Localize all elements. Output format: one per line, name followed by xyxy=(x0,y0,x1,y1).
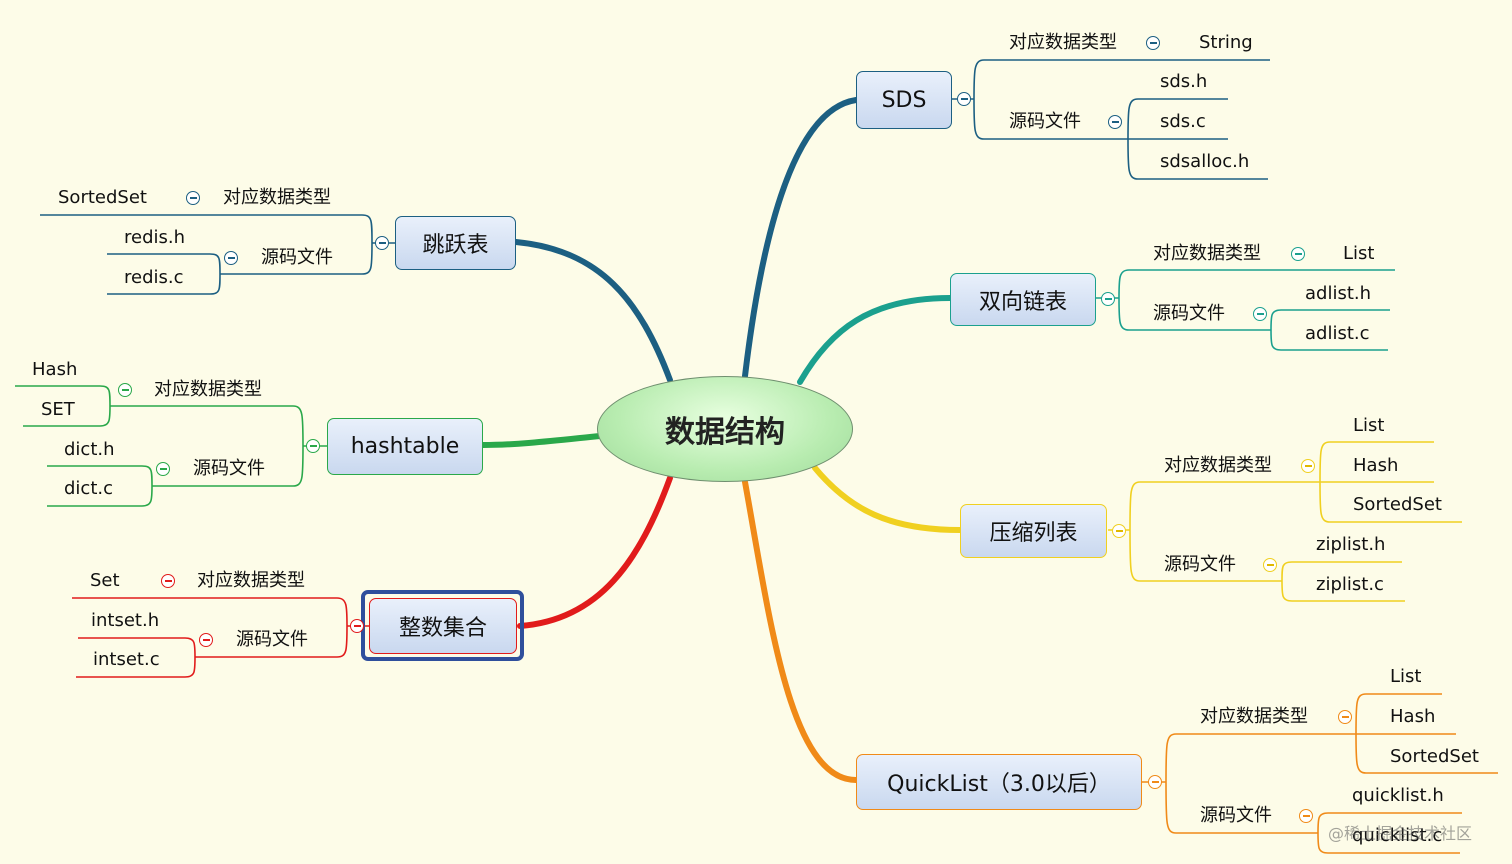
ziplist-file: ziplist.h xyxy=(1316,534,1386,555)
collapse-toggle-adlist-type[interactable] xyxy=(1291,247,1305,261)
collapse-toggle-sds-src[interactable] xyxy=(1108,115,1122,129)
collapse-toggle-hashtable-src[interactable] xyxy=(156,462,170,476)
topic-adlist[interactable]: 双向链表 xyxy=(950,273,1096,326)
sds-type-label: 对应数据类型 xyxy=(1009,32,1117,53)
collapse-toggle-quicklist[interactable] xyxy=(1148,775,1162,789)
ziplist-type-value: Hash xyxy=(1353,455,1399,476)
adlist-src-label: 源码文件 xyxy=(1153,303,1225,324)
collapse-toggle-intset-src[interactable] xyxy=(199,633,213,647)
topic-hashtable[interactable]: hashtable xyxy=(327,418,483,475)
topic-ziplist[interactable]: 压缩列表 xyxy=(960,504,1107,558)
quicklist-type-value: List xyxy=(1390,666,1422,687)
root-topic[interactable]: 数据结构 xyxy=(597,376,853,482)
adlist-type-label: 对应数据类型 xyxy=(1153,243,1261,264)
hashtable-src-label: 源码文件 xyxy=(193,458,265,479)
skiplist-src-label: 源码文件 xyxy=(261,247,333,268)
collapse-toggle-sds[interactable] xyxy=(957,92,971,106)
quicklist-src-label: 源码文件 xyxy=(1200,805,1272,826)
collapse-toggle-ziplist-src[interactable] xyxy=(1263,558,1277,572)
ziplist-file: ziplist.c xyxy=(1316,574,1384,595)
quicklist-type-value: SortedSet xyxy=(1390,746,1479,767)
collapse-toggle-adlist-src[interactable] xyxy=(1253,307,1267,321)
sds-file: sds.c xyxy=(1160,111,1206,132)
collapse-toggle-quicklist-type[interactable] xyxy=(1338,710,1352,724)
collapse-toggle-hashtable[interactable] xyxy=(306,439,320,453)
skiplist-file: redis.h xyxy=(124,227,186,248)
watermark: @稀土掘金技术社区 xyxy=(1328,824,1473,843)
skiplist-type-label: 对应数据类型 xyxy=(223,187,331,208)
collapse-toggle-sds-type[interactable] xyxy=(1146,36,1160,50)
ziplist-type-value: SortedSet xyxy=(1353,494,1442,515)
collapse-toggle-skiplist-src[interactable] xyxy=(224,251,238,265)
ziplist-type-label: 对应数据类型 xyxy=(1164,455,1272,476)
quicklist-type-label: 对应数据类型 xyxy=(1200,706,1308,727)
ziplist-type-value: List xyxy=(1353,415,1385,436)
hashtable-type-value: Hash xyxy=(32,359,78,380)
collapse-toggle-skiplist-type[interactable] xyxy=(186,191,200,205)
hashtable-file: dict.h xyxy=(64,439,115,460)
sds-file: sdsalloc.h xyxy=(1160,151,1250,172)
intset-file: intset.c xyxy=(93,649,160,670)
collapse-toggle-hashtable-type[interactable] xyxy=(118,383,132,397)
intset-type-label: 对应数据类型 xyxy=(197,570,305,591)
intset-type-value: Set xyxy=(90,570,120,591)
topic-sds[interactable]: SDS xyxy=(856,71,952,129)
topic-intset[interactable]: 整数集合 xyxy=(369,598,517,654)
hashtable-type-label: 对应数据类型 xyxy=(154,379,262,400)
collapse-toggle-intset[interactable] xyxy=(350,619,364,633)
sds-src-label: 源码文件 xyxy=(1009,111,1081,132)
collapse-toggle-ziplist[interactable] xyxy=(1112,524,1126,538)
skiplist-file: redis.c xyxy=(124,267,184,288)
intset-src-label: 源码文件 xyxy=(236,629,308,650)
collapse-toggle-ziplist-type[interactable] xyxy=(1301,459,1315,473)
intset-file: intset.h xyxy=(91,610,160,631)
collapse-toggle-intset-type[interactable] xyxy=(161,574,175,588)
hashtable-type-value: SET xyxy=(41,399,75,420)
sds-file: sds.h xyxy=(1160,71,1208,92)
collapse-toggle-skiplist[interactable] xyxy=(375,236,389,250)
skiplist-type-value: SortedSet xyxy=(58,187,147,208)
adlist-type-value: List xyxy=(1343,243,1375,264)
topic-skiplist[interactable]: 跳跃表 xyxy=(395,216,516,270)
collapse-toggle-adlist[interactable] xyxy=(1101,292,1115,306)
quicklist-file: quicklist.c xyxy=(1352,825,1443,846)
topic-quicklist[interactable]: QuickList（3.0以后） xyxy=(856,754,1142,810)
adlist-file: adlist.h xyxy=(1305,283,1372,304)
collapse-toggle-quicklist-src[interactable] xyxy=(1299,809,1313,823)
quicklist-type-value: Hash xyxy=(1390,706,1436,727)
sds-type-value: String xyxy=(1199,32,1253,53)
quicklist-file: quicklist.h xyxy=(1352,785,1444,806)
adlist-file: adlist.c xyxy=(1305,323,1370,344)
hashtable-file: dict.c xyxy=(64,478,113,499)
ziplist-src-label: 源码文件 xyxy=(1164,554,1236,575)
